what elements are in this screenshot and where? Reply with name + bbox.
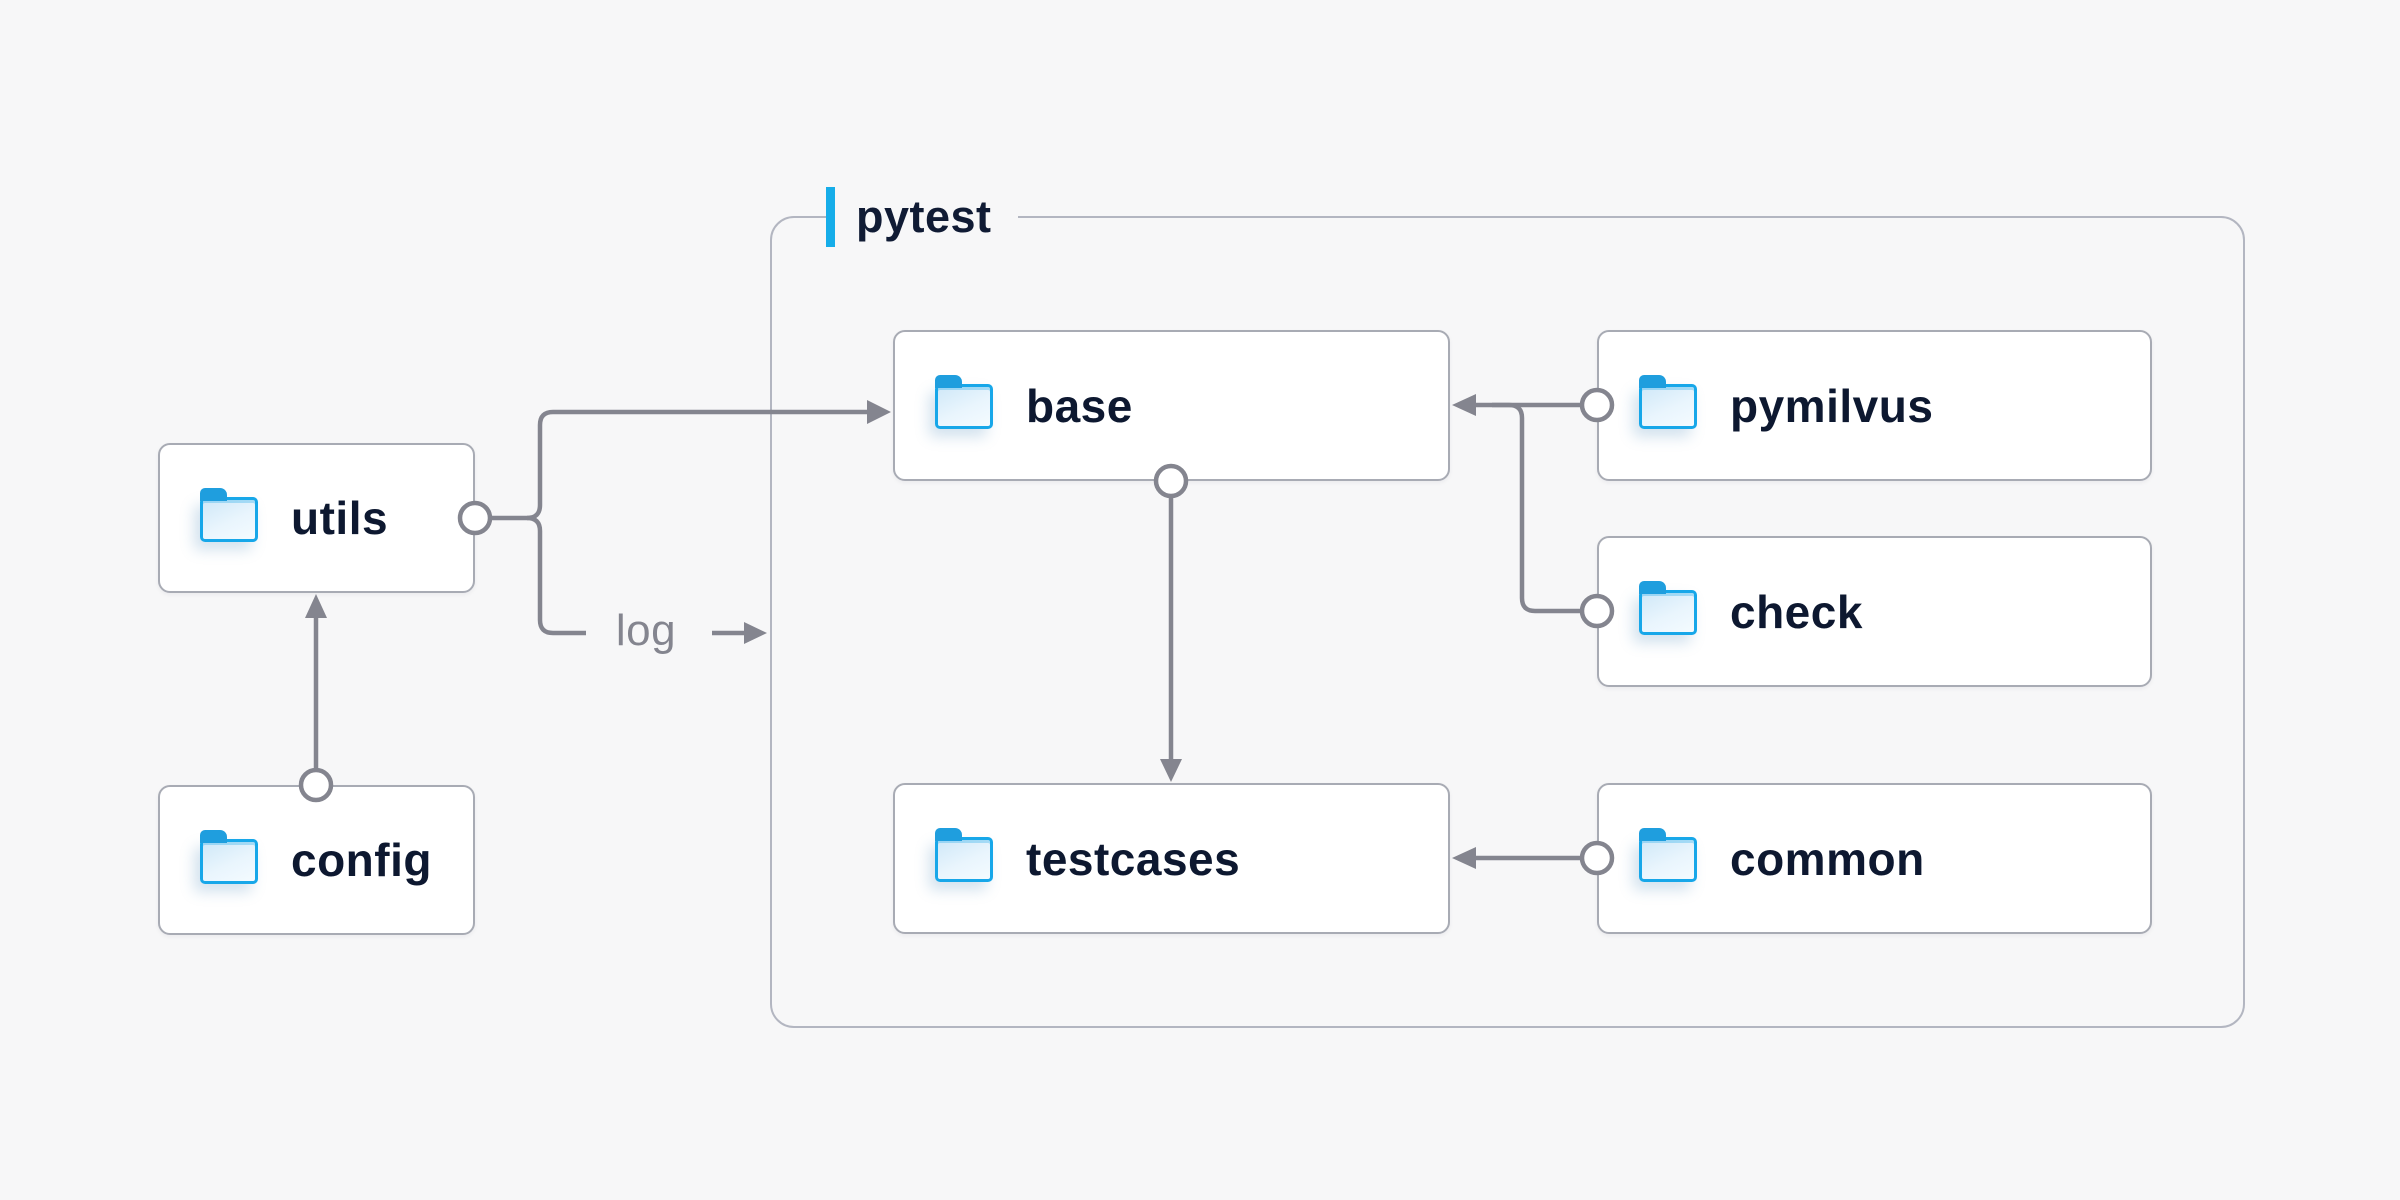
node-label: utils [291,492,389,544]
folder-icon [199,487,258,542]
edge-utils-log [526,515,586,636]
node-config: config [158,785,475,935]
accent-bar-icon [826,187,835,247]
arrowhead-log [744,622,767,644]
node-label: common [1730,832,1925,885]
node-check: check [1597,536,2152,687]
node-label: base [1026,379,1133,432]
folder-icon [1638,581,1697,635]
node-testcases: testcases [893,783,1450,934]
folder-icon [1638,828,1697,882]
node-base: base [893,330,1450,481]
node-label: config [291,834,432,886]
folder-icon [199,829,258,884]
node-common: common [1597,783,2152,934]
node-pymilvus: pymilvus [1597,330,2152,481]
pytest-group-label: pytest [826,184,1018,250]
pytest-group-container: pytest [770,184,2245,1028]
folder-icon [934,828,993,882]
folder-icon [1638,375,1697,429]
node-label: pymilvus [1730,379,1934,432]
node-label: testcases [1026,832,1241,885]
arrowhead-into-utils-bottom [305,594,327,618]
group-title: pytest [856,191,992,242]
edge-label-log: log [615,606,677,655]
folder-icon [934,375,993,429]
node-utils: utils [158,443,475,593]
node-label: check [1730,585,1863,638]
